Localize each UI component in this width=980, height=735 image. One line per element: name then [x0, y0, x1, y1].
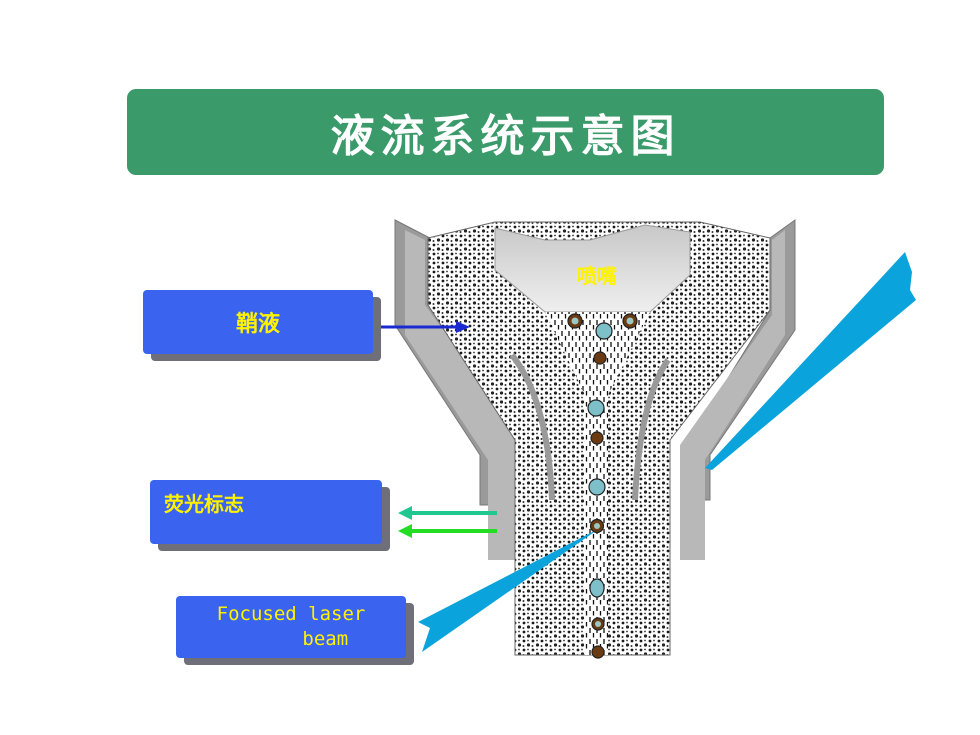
flow-guide-line — [632, 358, 671, 501]
flow-guide-line — [509, 353, 555, 501]
page-title: 液流系统示意图 — [330, 111, 681, 162]
cell — [571, 317, 579, 325]
fluorescence-arrow — [398, 506, 497, 520]
cell — [595, 621, 601, 627]
cell — [587, 399, 605, 417]
laser-beam — [705, 252, 916, 470]
laser-label: Focused laser beam — [176, 602, 406, 652]
cell — [594, 523, 600, 529]
housing-inner — [680, 230, 785, 560]
laser-label-line1: Focused laser — [216, 603, 366, 625]
laser-label-box: Focused laser beam — [176, 596, 406, 658]
cells — [567, 313, 638, 659]
cell — [591, 645, 605, 659]
title-banner: 液流系统示意图 — [127, 89, 884, 175]
cell — [588, 478, 606, 496]
nozzle-label: 喷嘴 — [577, 264, 617, 288]
cell — [590, 431, 604, 445]
cell — [593, 351, 607, 365]
fluorescence-label-box: 荧光标志 — [150, 480, 382, 544]
cell — [595, 322, 613, 340]
fluorescence-label: 荧光标志 — [164, 492, 244, 516]
cell — [626, 317, 634, 325]
sheath-fluid-label: 鞘液 — [235, 311, 280, 337]
nozzle — [494, 224, 691, 313]
sheath-arrow — [374, 321, 470, 333]
housing-inner — [405, 230, 528, 560]
cell — [589, 578, 605, 598]
sheath-fluid-label-box: 鞘液 — [143, 290, 373, 354]
laser-beam — [418, 528, 600, 652]
fluorescence-arrow — [398, 524, 497, 538]
laser-label-line2: beam — [233, 628, 349, 650]
